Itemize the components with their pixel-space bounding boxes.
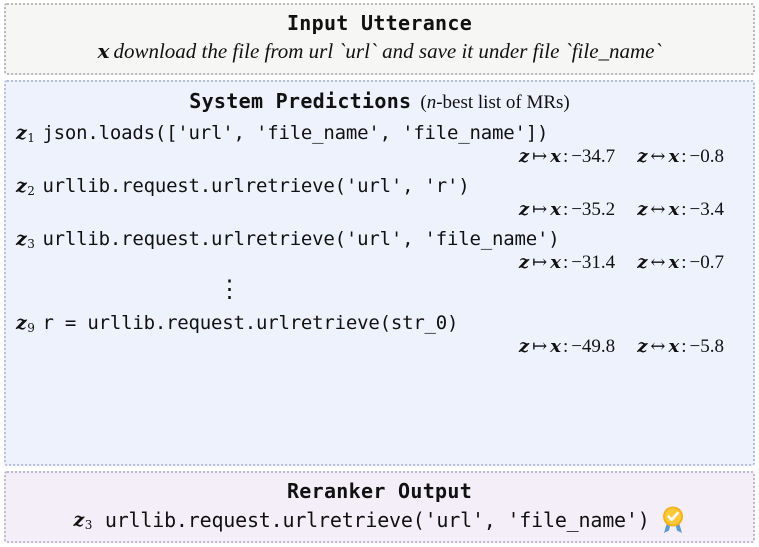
score-match-value: −0.8 (689, 146, 724, 168)
system-predictions-title-row: System Predictions (n-best list of MRs) (16, 89, 743, 115)
score-gen-x: x (550, 146, 561, 168)
prediction-code: json.loads(['url', 'file_name', 'file_na… (42, 122, 549, 145)
score-gen-z: z (518, 146, 530, 168)
prediction-code: urllib.request.urlretrieve('url', 'r') (42, 175, 470, 198)
input-utterance-title: Input Utterance (286, 11, 473, 35)
score-match-x: x (668, 146, 680, 168)
z-symbol: z (16, 228, 27, 251)
system-predictions-subtitle: (n-best list of MRs) (420, 92, 569, 113)
prediction-code: urllib.request.urlretrieve('url', 'file_… (42, 228, 560, 251)
score-gen-value: −34.7 (571, 146, 616, 168)
system-predictions-panel: System Predictions (n-best list of MRs) z… (4, 80, 755, 466)
mapsto-arrow-icon: ↦ (532, 252, 548, 274)
reranker-output-title: Reranker Output (286, 479, 473, 503)
score-match-value: −3.4 (689, 199, 724, 221)
subtitle-open-paren: ( (420, 92, 427, 114)
reranker-z-label: z3 (73, 509, 93, 532)
score-gen-value: −31.4 (571, 252, 616, 274)
subtitle-n-symbol: n (426, 92, 437, 114)
score-gen-z: z (518, 252, 530, 274)
award-medal-icon (660, 505, 686, 535)
z-index: 2 (27, 184, 35, 199)
prediction-code-line: z3 urllib.request.urlretrieve('url', 'fi… (16, 228, 743, 252)
prediction-z-label: z2 (16, 175, 35, 199)
score-gen-z: z (518, 336, 530, 358)
reranker-selected-code: urllib.request.urlretrieve('url', 'file_… (104, 508, 650, 532)
z-index: 3 (27, 237, 35, 252)
leftrightarrow-icon: ↔ (650, 336, 666, 358)
prediction-code-line: z1 json.loads(['url', 'file_name', 'file… (16, 122, 743, 146)
prediction-item[interactable]: z3 urllib.request.urlretrieve('url', 'fi… (16, 228, 743, 274)
z-index: 3 (84, 518, 93, 532)
score-match-z: z (637, 252, 648, 274)
system-predictions-title: System Predictions (189, 89, 412, 114)
prediction-code-line: z9 r = urllib.request.urlretrieve(str_0) (16, 312, 743, 336)
vertical-ellipsis-glyph: ⋮ (217, 275, 242, 304)
reranker-output-title-row: Reranker Output (16, 479, 743, 504)
z-symbol: z (16, 122, 27, 145)
score-match-value: −0.7 (689, 252, 724, 274)
score-gen-z: z (518, 199, 530, 221)
score-match-x: x (668, 252, 680, 274)
score-match-colon: : (681, 252, 687, 274)
score-gen-x: x (550, 252, 561, 274)
score-match-x: x (668, 199, 680, 221)
score-match-z: z (637, 336, 648, 358)
prediction-z-label: z1 (16, 122, 35, 146)
z-symbol: z (16, 312, 27, 335)
reranker-selected-row[interactable]: z3 urllib.request.urlretrieve('url', 'fi… (16, 505, 743, 535)
score-gen-x: x (550, 336, 561, 358)
prediction-item[interactable]: z2 urllib.request.urlretrieve('url', 'r'… (16, 175, 743, 221)
score-gen-x: x (550, 199, 561, 221)
score-match-value: −5.8 (689, 336, 724, 358)
z-index: 9 (27, 321, 35, 336)
score-gen-colon: : (562, 252, 569, 274)
leftrightarrow-icon: ↔ (650, 252, 666, 274)
score-gen-value: −35.2 (571, 199, 616, 221)
mapsto-arrow-icon: ↦ (532, 199, 548, 221)
prediction-item[interactable]: z9 r = urllib.request.urlretrieve(str_0)… (16, 312, 743, 358)
leftrightarrow-icon: ↔ (650, 199, 666, 221)
prediction-z-label: z9 (16, 312, 35, 336)
reranker-output-panel: Reranker Output z3 urllib.request.urlret… (4, 471, 755, 543)
vertical-ellipsis: ⋮ (16, 275, 743, 305)
score-match-x: x (668, 336, 680, 358)
score-gen-value: −49.8 (571, 336, 616, 358)
mapsto-arrow-icon: ↦ (532, 336, 548, 358)
z-symbol: z (16, 175, 27, 198)
prediction-code-line: z2 urllib.request.urlretrieve('url', 'r'… (16, 175, 743, 199)
prediction-z-label: z3 (16, 228, 35, 252)
input-utterance-text: download the file from url `url` and sav… (113, 39, 662, 63)
score-match-colon: : (681, 336, 687, 358)
input-utterance-title-row: Input Utterance (16, 11, 743, 36)
mapsto-arrow-icon: ↦ (532, 146, 548, 168)
input-variable-x-symbol: 𝒙 (97, 39, 110, 63)
prediction-code: r = urllib.request.urlretrieve(str_0) (42, 312, 459, 335)
z-index: 1 (27, 131, 35, 146)
leftrightarrow-icon: ↔ (650, 146, 666, 168)
subtitle-rest: -best list of MRs) (436, 92, 570, 114)
score-gen-colon: : (562, 336, 569, 358)
prediction-item[interactable]: z1 json.loads(['url', 'file_name', 'file… (16, 122, 743, 168)
score-match-colon: : (681, 199, 687, 221)
score-match-z: z (637, 199, 648, 221)
score-gen-colon: : (562, 199, 569, 221)
score-match-z: z (637, 146, 648, 168)
score-match-colon: : (681, 146, 687, 168)
score-gen-colon: : (562, 146, 569, 168)
z-symbol: z (73, 509, 85, 531)
